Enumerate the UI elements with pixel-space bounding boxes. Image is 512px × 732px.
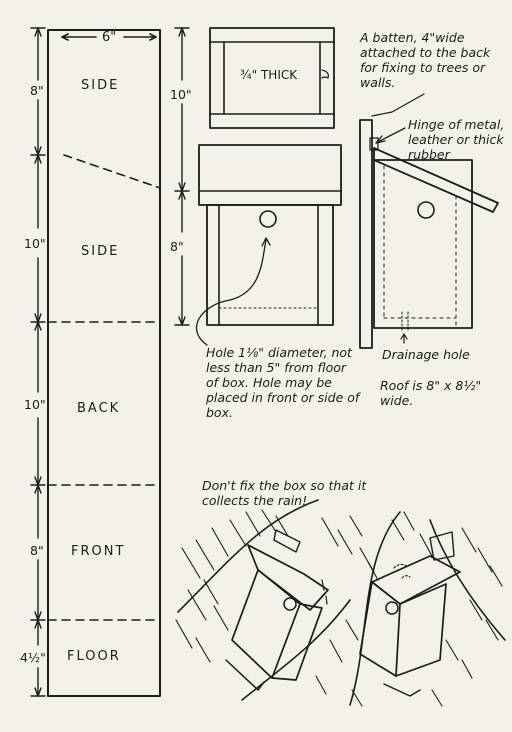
side-roof [373, 147, 499, 213]
front-dimension-line [174, 27, 190, 326]
hole-note: Hole 1⅛" diameter, not less than 5" from… [206, 345, 360, 420]
drainage-note: Drainage hole [382, 347, 470, 362]
piece-length-side-2: 10" [24, 236, 46, 251]
rain-streaks [175, 509, 503, 707]
cutting-plan-plank [47, 29, 161, 697]
piece-label-back: BACK [77, 401, 121, 416]
front-view-box [195, 144, 342, 346]
entrance-hole [259, 210, 277, 228]
roof-note: Roof is 8" x 8½" wide. [380, 378, 482, 408]
piece-label-front: FRONT [71, 544, 126, 559]
plank-dimension-line [30, 27, 46, 697]
hinge-note: Hinge of metal, leather or thick rubber [408, 117, 505, 162]
piece-label-side-2: SIDE [81, 244, 120, 259]
thickness-label: ¾" THICK [240, 68, 298, 82]
side-entrance-hole [417, 201, 435, 219]
piece-length-front: 8" [30, 543, 44, 558]
front-height-label: 8" [170, 239, 184, 254]
piece-length-back: 10" [24, 397, 46, 412]
piece-label-floor: FLOOR [67, 649, 121, 664]
hinge [369, 137, 379, 151]
side-view-box [359, 93, 499, 349]
piece-label-side-1: SIDE [81, 78, 120, 93]
piece-length-floor: 4½" [20, 650, 46, 665]
batten-note: A batten, 4"wide attached to the back fo… [360, 30, 491, 90]
back-batten [359, 119, 373, 349]
rain-warning: Don't fix the box so that it collects th… [202, 478, 367, 508]
rain-illustration [175, 499, 506, 707]
front-roof-height-label: 10" [170, 87, 192, 102]
piece-length-side-1: 8" [30, 83, 44, 98]
plank-width-label: 6" [102, 30, 117, 45]
cut-line-diagonal [63, 154, 161, 189]
left-box-roof [247, 544, 329, 611]
batten-frame-view [209, 27, 335, 129]
